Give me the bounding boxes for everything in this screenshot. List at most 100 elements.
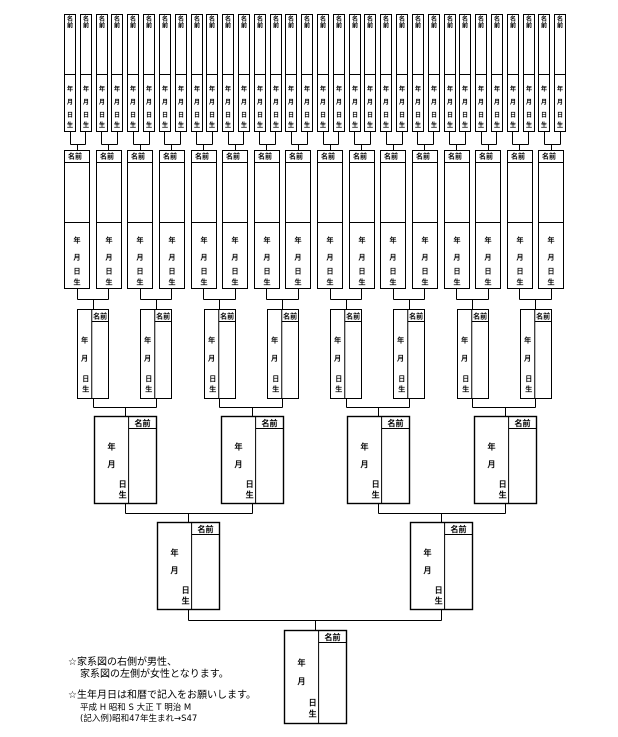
svg-text:前: 前 xyxy=(288,21,294,29)
person-box[interactable] xyxy=(459,14,471,132)
born-label: 生 xyxy=(106,278,113,287)
svg-text:前: 前 xyxy=(83,21,89,29)
person-box[interactable] xyxy=(222,150,248,289)
person-box[interactable] xyxy=(111,14,123,132)
day-label: 日 xyxy=(435,586,443,595)
person-box[interactable] xyxy=(156,521,221,611)
born-label: 生 xyxy=(372,489,380,499)
year-label: 年 xyxy=(359,236,366,245)
person-box[interactable] xyxy=(159,14,171,132)
person-box[interactable] xyxy=(64,14,76,132)
note-japanese-calendar: ☆生年月日は和暦で記入をお願いします。 xyxy=(68,690,256,701)
name-label: 名前 xyxy=(409,312,423,321)
person-box-border xyxy=(156,521,221,611)
month-label: 月 xyxy=(224,98,231,106)
person-box[interactable] xyxy=(285,14,297,132)
person-box[interactable] xyxy=(222,14,234,132)
person-box[interactable] xyxy=(380,14,392,132)
person-box[interactable] xyxy=(475,150,501,289)
person-box[interactable] xyxy=(444,14,456,132)
person-box[interactable] xyxy=(317,150,343,289)
person-box[interactable] xyxy=(538,150,564,289)
person-box[interactable] xyxy=(393,309,425,399)
person-box[interactable] xyxy=(96,150,122,289)
person-box[interactable] xyxy=(507,150,533,289)
year-label: 年 xyxy=(478,85,484,93)
person-box[interactable] xyxy=(127,150,153,289)
person-box[interactable] xyxy=(457,309,489,399)
person-box[interactable] xyxy=(317,14,329,132)
person-box[interactable] xyxy=(254,14,266,132)
person-box[interactable] xyxy=(283,629,348,725)
person-box[interactable] xyxy=(191,150,217,289)
person-box[interactable] xyxy=(254,150,280,289)
born-label: 生 xyxy=(399,121,405,129)
person-box[interactable] xyxy=(93,415,158,505)
year-label: 年 xyxy=(288,85,294,93)
person-box[interactable] xyxy=(554,14,566,132)
year-label: 年 xyxy=(114,85,120,93)
month-label: 月 xyxy=(294,254,302,262)
person-box-border xyxy=(220,415,285,505)
person-box[interactable] xyxy=(412,14,424,132)
person-box[interactable] xyxy=(80,14,92,132)
person-box-border xyxy=(520,309,552,399)
person-box[interactable] xyxy=(412,150,438,289)
person-box[interactable] xyxy=(333,14,345,132)
month-label: 月 xyxy=(461,98,468,106)
person-box[interactable] xyxy=(206,14,218,132)
svg-text:名: 名 xyxy=(130,15,136,23)
svg-text:前: 前 xyxy=(225,21,231,29)
person-box[interactable] xyxy=(346,415,411,505)
person-box[interactable] xyxy=(349,14,361,132)
person-box[interactable] xyxy=(473,415,538,505)
day-label: 日 xyxy=(114,112,120,119)
person-box[interactable] xyxy=(396,14,408,132)
person-box[interactable] xyxy=(538,14,550,132)
person-box[interactable] xyxy=(267,309,299,399)
year-label: 年 xyxy=(390,236,397,245)
person-box[interactable] xyxy=(409,521,474,611)
person-box[interactable] xyxy=(143,14,155,132)
person-box[interactable] xyxy=(523,14,535,132)
person-box-border xyxy=(96,150,122,289)
person-box[interactable] xyxy=(507,14,519,132)
svg-text:前: 前 xyxy=(304,21,310,29)
person-box[interactable] xyxy=(220,415,285,505)
year-label: 年 xyxy=(431,85,437,93)
person-box[interactable] xyxy=(140,309,172,399)
svg-text:名: 名 xyxy=(162,15,168,23)
person-box[interactable] xyxy=(175,14,187,132)
person-box[interactable] xyxy=(444,150,470,289)
person-box[interactable] xyxy=(191,14,203,132)
person-box[interactable] xyxy=(475,14,487,132)
person-box[interactable] xyxy=(364,14,376,132)
person-box[interactable] xyxy=(159,150,185,289)
name-label: 名前 xyxy=(257,15,263,29)
person-box[interactable] xyxy=(238,14,250,132)
person-box[interactable] xyxy=(285,150,311,289)
person-box[interactable] xyxy=(491,14,503,132)
person-box[interactable] xyxy=(270,14,282,132)
month-label: 月 xyxy=(523,354,531,362)
person-box[interactable] xyxy=(204,309,236,399)
person-box[interactable] xyxy=(301,14,313,132)
person-box[interactable] xyxy=(380,150,406,289)
person-box[interactable] xyxy=(127,14,139,132)
svg-text:前: 前 xyxy=(130,21,136,29)
person-box[interactable] xyxy=(428,14,440,132)
person-box[interactable] xyxy=(520,309,552,399)
person-box[interactable] xyxy=(349,150,375,289)
name-label: 名前 xyxy=(226,152,240,161)
person-box[interactable] xyxy=(77,309,109,399)
person-box[interactable] xyxy=(64,150,90,289)
month-label: 月 xyxy=(423,566,432,575)
year-label: 年 xyxy=(557,85,563,93)
name-label: 名前 xyxy=(494,15,500,29)
person-box-border xyxy=(349,150,375,289)
month-label: 月 xyxy=(107,460,116,469)
person-box-border xyxy=(127,150,153,289)
year-label: 年 xyxy=(83,85,89,93)
person-box[interactable] xyxy=(96,14,108,132)
person-box[interactable] xyxy=(330,309,362,399)
